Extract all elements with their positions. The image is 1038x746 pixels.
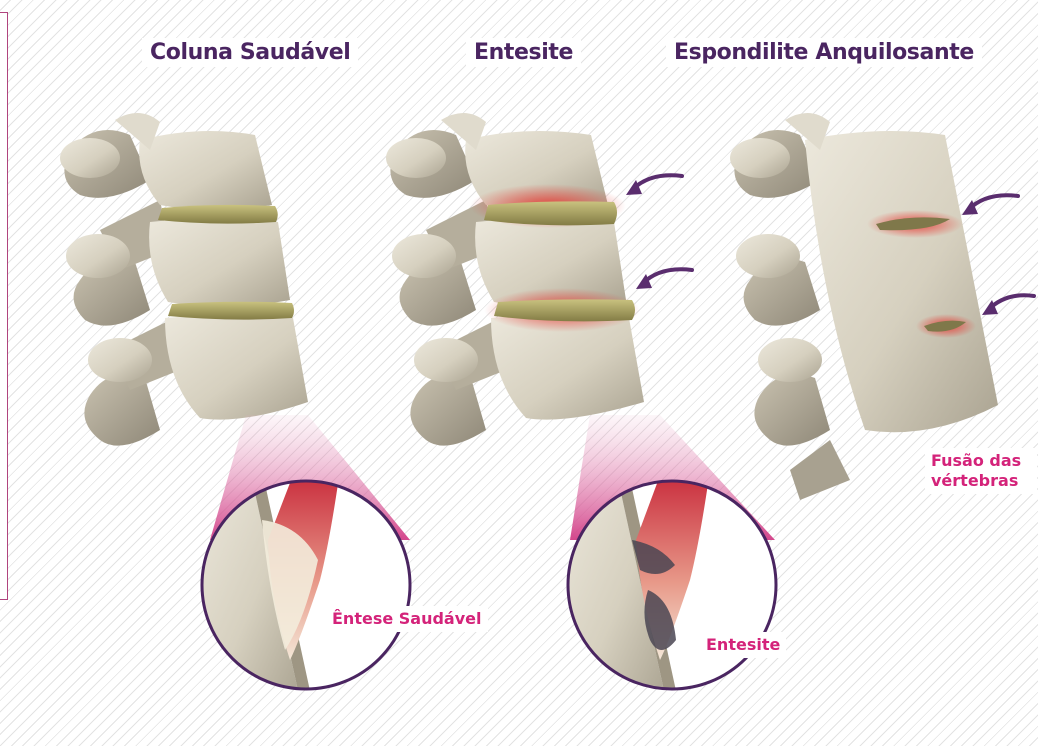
label-healthy-enthesis: Êntese Saudável [326,606,488,632]
healthy-spine-group [60,113,308,446]
arrow-fusion-upper [968,195,1018,210]
label-vertebrae-fusion: Fusão das vértebras [925,448,1037,494]
arrow-disc-upper [632,175,682,190]
arrow-disc-lower [642,269,692,284]
enthesitis-spine-group [386,113,644,446]
ankylosing-spine-group [730,113,998,500]
label-enthesitis: Entesite [700,632,786,658]
